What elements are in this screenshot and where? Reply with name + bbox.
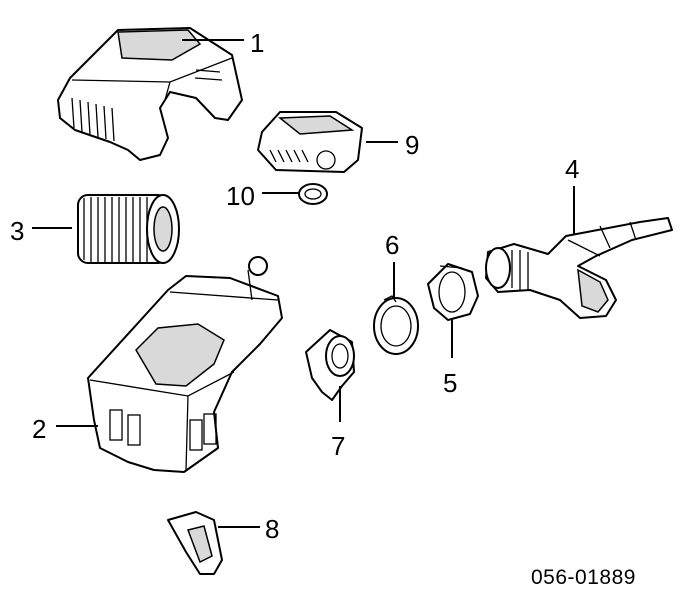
callout-4: 4 <box>565 154 579 184</box>
callout-2: 2 <box>32 414 46 444</box>
callout-8: 8 <box>265 514 279 544</box>
callout-9: 9 <box>405 130 419 160</box>
leader-lines <box>32 39 575 528</box>
callout-1: 1 <box>250 28 264 58</box>
callout-3: 3 <box>10 216 24 246</box>
callout-labels: 1 2 3 4 5 6 7 8 9 10 <box>10 28 579 544</box>
part-9-resonator <box>257 111 363 173</box>
part-3-filter <box>77 194 180 264</box>
part-7-duct <box>305 329 355 401</box>
callout-6: 6 <box>385 230 399 260</box>
part-2-housing <box>87 256 283 473</box>
part-4-hose <box>485 217 673 319</box>
part-10-seal <box>298 183 328 205</box>
part-5-coupler <box>427 263 479 321</box>
callout-10: 10 <box>226 181 255 211</box>
part-number-code: 056-01889 <box>531 566 636 589</box>
part-6-clamp <box>373 295 419 355</box>
part-8-grommet <box>167 511 223 575</box>
callout-7: 7 <box>331 431 345 461</box>
part-1-cover <box>57 27 243 161</box>
callout-5: 5 <box>443 368 457 398</box>
